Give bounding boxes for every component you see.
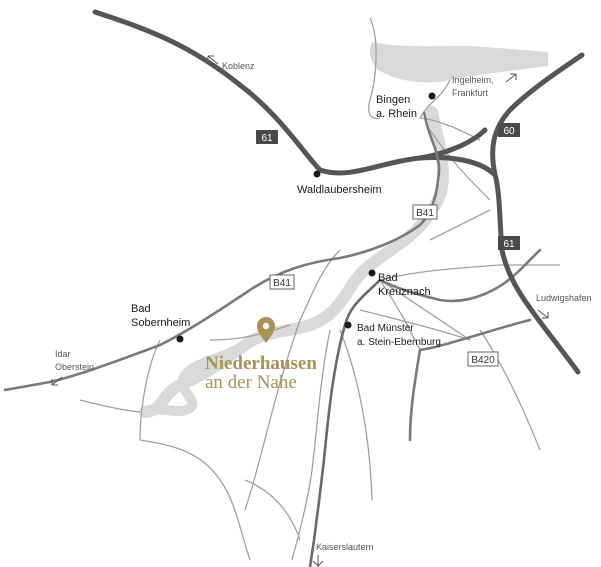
- bad-sobernheim-label: Bad Sobernheim: [131, 303, 190, 329]
- arrow-down-right-icon: [537, 309, 549, 319]
- bad-muenster-dot: [344, 321, 352, 329]
- ingelheim-direction: Ingelheim,Frankfurt: [452, 73, 517, 98]
- a61-west-shield: 61: [256, 130, 278, 144]
- arrow-up-right-icon: [505, 73, 517, 83]
- rhine-river: [370, 42, 548, 83]
- arrow-up-left-icon: [207, 55, 219, 65]
- b420-shield: B420: [467, 351, 499, 367]
- arrow-down-left-icon: [51, 376, 63, 386]
- a61-east-shield: 61: [498, 236, 520, 250]
- b41-west-shield: B41: [269, 274, 295, 290]
- svg-text:B41: B41: [416, 208, 434, 219]
- bingen-label: Bingen a. Rhein: [376, 94, 417, 120]
- kaiserslautern-direction: Kaiserslautern: [312, 542, 374, 567]
- minor-roads: [79, 17, 560, 561]
- bad-sobernheim-dot: [176, 335, 184, 343]
- svg-text:Koblenz: Koblenz: [222, 61, 255, 71]
- svg-text:61: 61: [503, 239, 515, 250]
- b41-north-shield: B41: [412, 204, 438, 220]
- a60-shield: 60: [498, 123, 520, 137]
- svg-text:B41: B41: [273, 278, 291, 289]
- autobahn-network: [92, 9, 585, 375]
- b41-north-road: [422, 111, 441, 181]
- ludwigshafen-direction: Ludwigshafen: [536, 293, 592, 319]
- svg-text:Ludwigshafen: Ludwigshafen: [536, 293, 592, 303]
- b48-road: [308, 279, 381, 567]
- nahe-river: [139, 106, 449, 418]
- svg-text:B420: B420: [471, 355, 495, 366]
- waldlaubersheim-label: Waldlaubersheim: [297, 184, 382, 196]
- bad-kreuznach-dot: [368, 269, 376, 277]
- svg-text:Kaiserslautern: Kaiserslautern: [316, 542, 374, 552]
- svg-text:60: 60: [503, 126, 515, 137]
- svg-text:Ingelheim,Frankfurt: Ingelheim,Frankfurt: [452, 75, 494, 98]
- niederhausen-title: Niederhausen: [205, 353, 317, 374]
- map-pin-icon[interactable]: [257, 317, 275, 343]
- nahe-river-loop: [140, 340, 250, 417]
- niederhausen-marker[interactable]: [257, 317, 275, 343]
- bad-kreuznach-label: Bad Kreuznach: [378, 272, 431, 298]
- koblenz-direction: Koblenz: [207, 55, 255, 71]
- bingen-dot: [428, 92, 436, 100]
- niederhausen-subtitle: an der Nahe: [205, 372, 297, 393]
- bad-muenster-label: Bad Münster a. Stein-Ebernburg: [357, 323, 441, 348]
- waldlaubersheim-dot: [313, 170, 321, 178]
- arrow-down-icon: [312, 555, 324, 567]
- svg-text:61: 61: [261, 133, 273, 144]
